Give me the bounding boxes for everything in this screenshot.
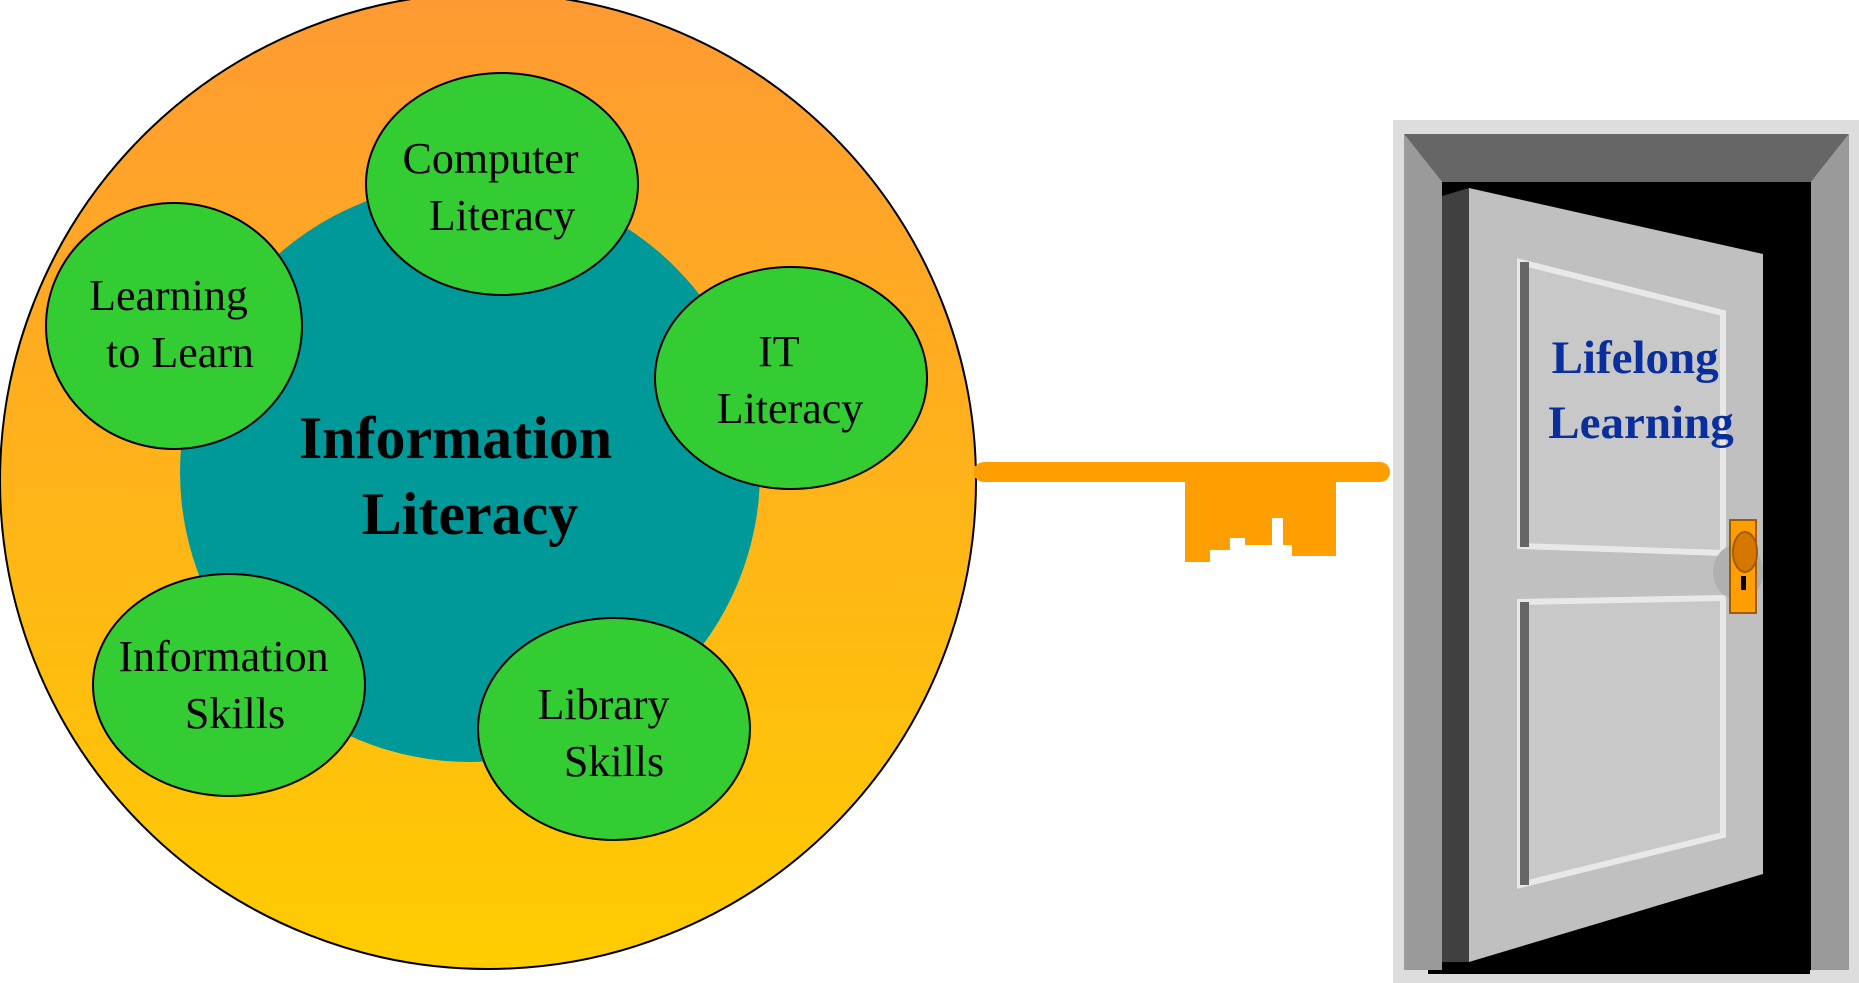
bubble-library-skills-shape [477,617,751,841]
bubble-library-skills-label: Library Skills [538,680,681,786]
bubble-computer-literacy-line2: Literacy [429,191,576,240]
door-lower-inset [1517,594,1726,889]
door-icon [1393,120,1859,983]
center-title-line1: Information [299,405,612,471]
door-lintel [1404,134,1849,182]
bubble-library-skills: Library Skills [477,617,751,841]
bubble-it-literacy-shape [654,266,928,490]
bubble-learning-to-learn-shape [45,202,303,450]
door-edge [1442,188,1469,962]
door-label-line1: Lifelong [1552,332,1720,384]
bubble-information-skills-label: Information Skills [118,632,339,738]
bubble-information-skills-shape [92,573,366,797]
center-title: Information Literacy [299,405,627,547]
bubble-it-literacy: IT Literacy [654,266,928,490]
bubble-computer-literacy-line1: Computer [403,134,579,183]
bubble-information-skills-line2: Skills [185,689,285,738]
door-label: Lifelong Learning [1548,332,1734,449]
door-left-jamb [1404,134,1442,970]
bubble-computer-literacy-shape [365,72,639,296]
bubble-information-skills-line1: Information [118,632,328,681]
center-title-line2: Literacy [362,481,579,547]
bubble-computer-literacy-label: Computer Literacy [403,134,590,240]
bubble-learning-to-learn-line2: to Learn [106,328,254,377]
bubble-it-literacy-line2: Literacy [717,384,864,433]
bubble-learning-to-learn-label: Learning to Learn [89,271,259,377]
door-label-line2: Learning [1548,397,1734,449]
key-icon [974,462,1390,562]
bubble-it-literacy-label: IT Literacy [717,327,864,433]
door-knob-icon [1713,519,1763,614]
bubble-library-skills-line1: Library [538,680,670,729]
bubble-information-skills: Information Skills [92,573,366,797]
bubble-learning-to-learn-line1: Learning [89,271,248,320]
door-threshold [1428,970,1810,974]
bubble-it-literacy-line1: IT [758,327,800,376]
door-right-jamb [1811,134,1849,970]
bubble-library-skills-line2: Skills [564,737,664,786]
bubble-learning-to-learn: Learning to Learn [45,202,303,450]
bubble-computer-literacy: Computer Literacy [365,72,639,296]
